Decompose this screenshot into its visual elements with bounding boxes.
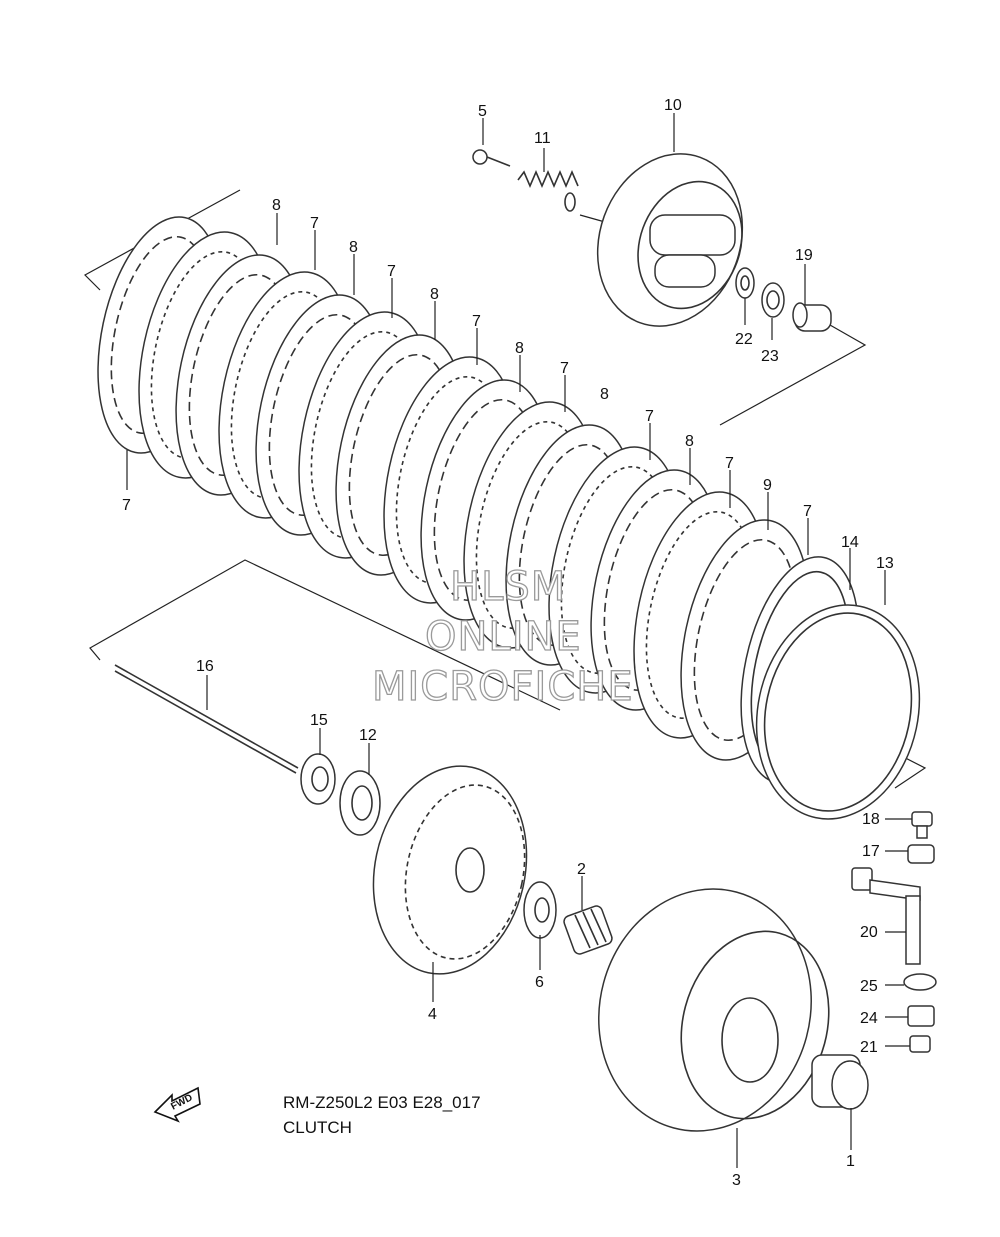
section-title: CLUTCH (283, 1118, 352, 1137)
primary-driven-gear-4 (372, 765, 528, 975)
oil-seal-15 (300, 753, 336, 805)
clutch-spring (517, 169, 579, 212)
bolt-18 (911, 811, 933, 839)
callout-4: 4 (428, 1006, 437, 1023)
washer-seat-13 (755, 604, 921, 820)
callout-3: 3 (732, 1172, 741, 1189)
fwd-direction-arrow: FWD (153, 1086, 201, 1123)
bearing-24 (907, 1005, 935, 1027)
callout-19: 19 (795, 247, 813, 264)
callout-24: 24 (860, 1010, 878, 1027)
upper-assembly-boundary-right (579, 214, 606, 223)
callout-7: 7 (122, 497, 131, 514)
clutch-sleeve-hub-3 (598, 888, 830, 1132)
callout-12: 12 (359, 727, 377, 744)
callout-7: 7 (803, 503, 812, 520)
callout-6: 6 (535, 974, 544, 991)
callout-1: 1 (846, 1153, 855, 1170)
model-code: RM-Z250L2 E03 E28_017 (283, 1093, 481, 1112)
washer-6 (523, 881, 557, 939)
watermark-line-1: HLSM (450, 564, 566, 610)
callout-7: 7 (560, 360, 569, 377)
release-shaft-20 (851, 867, 921, 965)
callout-7: 7 (725, 455, 734, 472)
callout-8: 8 (515, 340, 524, 357)
callout-18: 18 (862, 811, 880, 828)
callout-5: 5 (478, 103, 487, 120)
lower-assembly-boundary (89, 559, 561, 711)
callout-9: 9 (763, 477, 772, 494)
arrow-left-icon (153, 1086, 201, 1123)
bushing-21 (909, 1035, 931, 1053)
bracket-17 (907, 844, 935, 864)
callout-17: 17 (862, 843, 880, 860)
callout-8: 8 (349, 239, 358, 256)
spacer-1 (811, 1054, 869, 1110)
callout-7: 7 (310, 215, 319, 232)
clutch-plate-stack (97, 216, 921, 820)
callout-21: 21 (860, 1039, 878, 1056)
callout-7: 7 (387, 263, 396, 280)
watermark-line-2: ONLINE (425, 614, 582, 660)
callout-10: 10 (664, 97, 682, 114)
needle-bearing-2 (563, 905, 613, 955)
seal-25 (903, 973, 937, 991)
watermark-line-3: MICROFICHE (372, 664, 634, 710)
callout-20: 20 (860, 924, 878, 941)
push-rod (114, 664, 299, 774)
pressure-rod-piece-19 (792, 302, 832, 332)
leader-lines (126, 113, 912, 1168)
callout-8: 8 (600, 386, 609, 403)
upper-assembly-boundary-lower (719, 324, 867, 426)
washer-22 (735, 267, 755, 299)
callout-8: 8 (272, 197, 281, 214)
callout-11: 11 (534, 130, 551, 147)
callout-22: 22 (735, 331, 753, 348)
bearing-23 (761, 282, 785, 318)
callout-14: 14 (841, 534, 859, 551)
callout-8: 8 (430, 286, 439, 303)
thrust-washer-12 (339, 770, 381, 836)
callout-23: 23 (761, 348, 779, 365)
callout-2: 2 (577, 861, 586, 878)
watermark: HLSM ONLINE MICROFICHE (371, 563, 634, 710)
callout-8: 8 (685, 433, 694, 450)
callout-25: 25 (860, 978, 878, 995)
clutch-spring-bolt (472, 149, 511, 167)
callouts: 1 2 3 4 5 6 7 7 7 7 7 7 7 7 7 8 8 8 8 8 … (122, 97, 894, 1189)
callout-16: 16 (196, 658, 214, 675)
callout-7: 7 (645, 408, 654, 425)
pressure-plate (596, 153, 744, 327)
callout-13: 13 (876, 555, 894, 572)
callout-15: 15 (310, 712, 328, 729)
callout-7: 7 (472, 313, 481, 330)
